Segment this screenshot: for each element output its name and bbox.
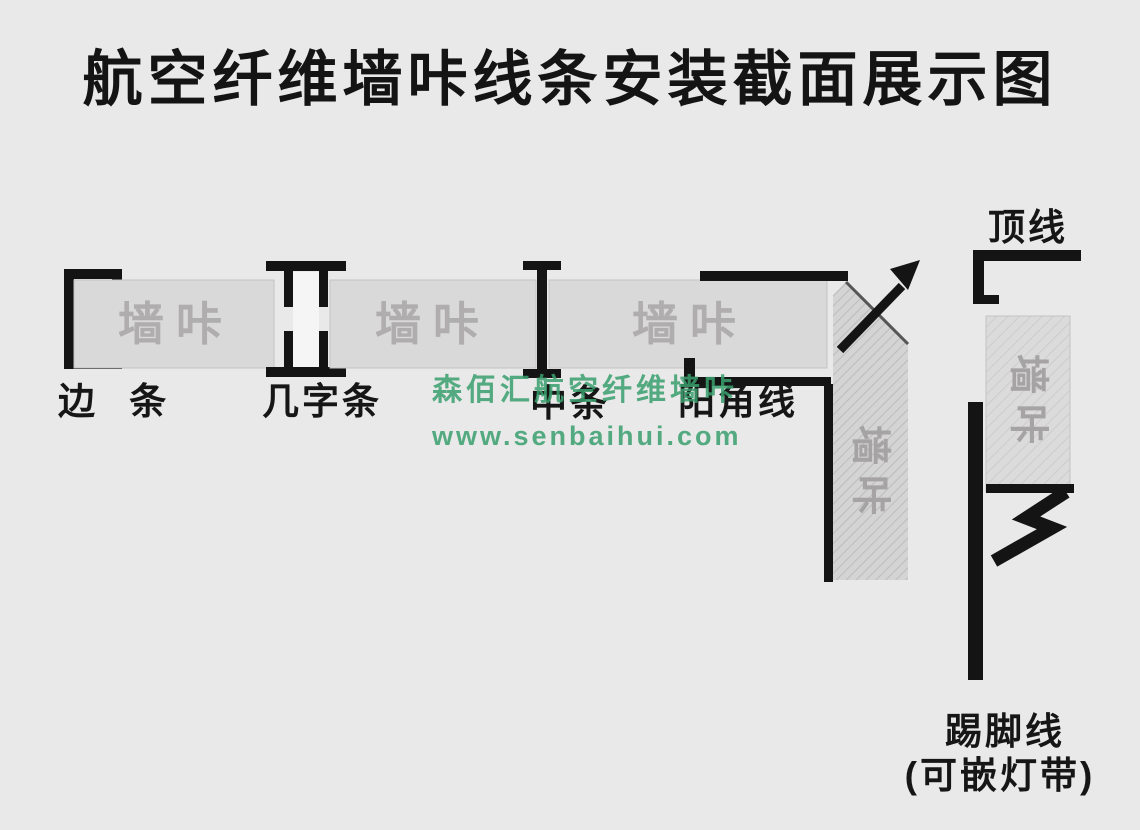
crown-left-spine	[973, 261, 984, 303]
middle-strip-top-cap	[523, 261, 561, 270]
wall-panel-3	[548, 279, 828, 369]
corner-inner-bottom-face	[693, 377, 831, 386]
wall-line-bar	[968, 402, 983, 680]
skirting-top-face	[986, 484, 1074, 493]
label-skirting-note: (可嵌灯带)	[905, 755, 1096, 796]
corner-arrow-shaft	[836, 282, 906, 354]
corner-inner-step	[684, 358, 695, 386]
crown-top-bar	[973, 250, 1081, 261]
middle-strip-spine	[537, 261, 547, 378]
label-corner-line: 阳角线	[678, 381, 798, 422]
h-strip-bottom-bar	[266, 367, 346, 377]
h-strip-gap	[293, 272, 319, 370]
right-panel-watermark: 墙咔	[1006, 354, 1050, 454]
corner-inner-side-face	[824, 384, 833, 582]
skirting-profile	[990, 486, 1070, 567]
corner-vertical-panel	[833, 282, 908, 580]
label-edge-strip: 边 条	[58, 381, 178, 422]
watermark-url-text: www.senbaihui.com	[431, 421, 742, 451]
h-strip-bottom-leg-right	[319, 331, 328, 367]
watermark-brand-text: 森佰汇航空纤维墙咔	[432, 373, 738, 407]
label-middle-strip: 中条	[530, 383, 610, 424]
label-skirting-line: 踢脚线	[945, 711, 1065, 752]
wall-panel-1	[73, 279, 275, 369]
right-vertical-panel	[985, 315, 1071, 493]
page-title: 航空纤维墙咔线条安装截面展示图	[83, 46, 1058, 113]
wall-panel-3-watermark: 墙咔	[632, 298, 748, 350]
label-h-strip: 几字条	[262, 381, 382, 422]
h-strip-top-bar	[266, 261, 346, 271]
crown-foot	[973, 295, 999, 304]
h-strip-top-leg-left	[284, 271, 293, 307]
wall-panel-2	[329, 279, 537, 369]
corner-panel-watermark: 墙咔	[848, 425, 892, 525]
corner-outer-top-face	[700, 271, 848, 281]
h-strip-bottom-leg-left	[284, 331, 293, 367]
label-crown-line: 顶线	[988, 207, 1068, 248]
wall-panel-1-watermark: 墙咔	[118, 298, 234, 350]
middle-strip-bottom-cap	[523, 369, 561, 378]
corner-arrow-head-icon	[890, 260, 920, 290]
wall-panel-2-watermark: 墙咔	[375, 298, 491, 350]
h-strip-top-leg-right	[319, 271, 328, 307]
